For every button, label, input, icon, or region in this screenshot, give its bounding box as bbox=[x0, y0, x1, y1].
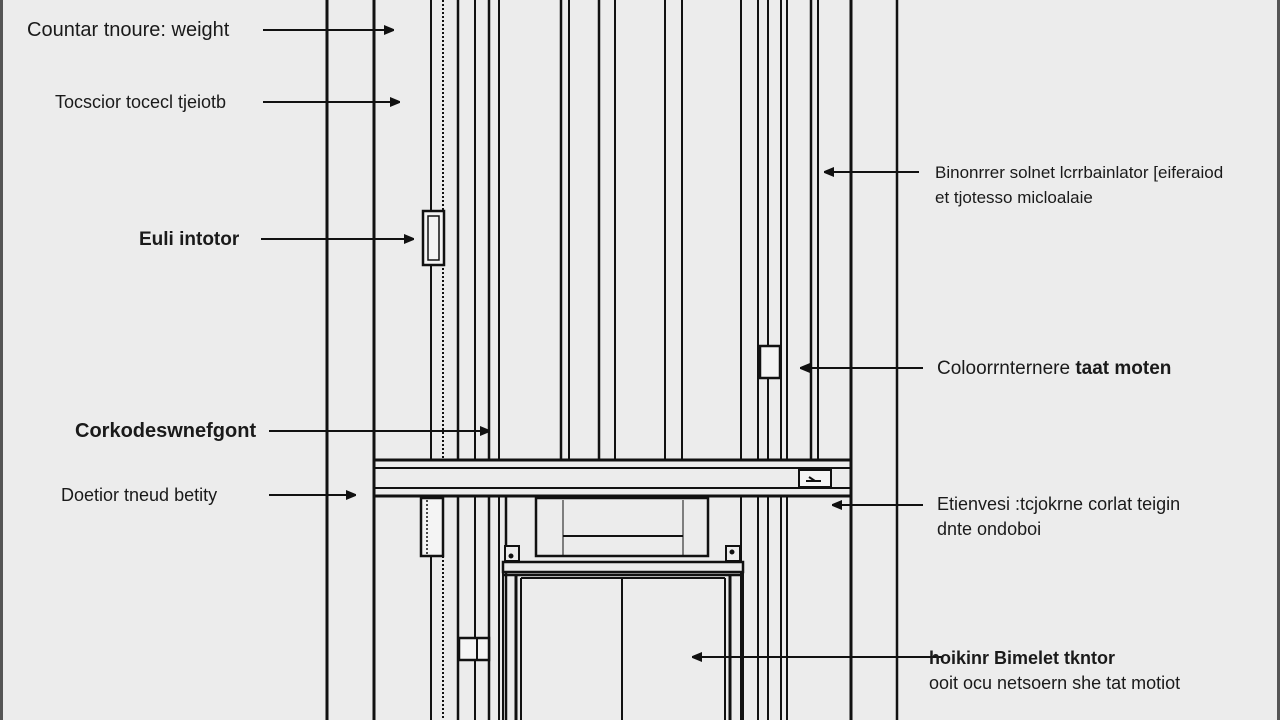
label-counter-motor-bold: taat moten bbox=[1075, 358, 1172, 379]
label-euli-intotor: Euli intotor bbox=[139, 229, 240, 250]
label-extension-line2: dnte ondoboi bbox=[937, 519, 1042, 539]
label-motor-sensor: Binonrrer solnet lcrrbainlator [eiferaio… bbox=[935, 160, 1223, 210]
label-door-tread: Doetior tneud betity bbox=[61, 485, 218, 505]
label-hoist-line2: ooit ocu netsoern she tat motiot bbox=[929, 673, 1181, 693]
label-hoist-cable: hoikinr Bimelet tkntor ooit ocu netsoern… bbox=[929, 646, 1180, 696]
label-extension-line1: Etienvesi :tcjokrne corlat teigin bbox=[937, 494, 1181, 514]
label-motor-sensor-line2: et tjotesso micloalaie bbox=[935, 188, 1093, 207]
label-motor-sensor-line1: Binonrrer solnet lcrrbainlator [eiferaio… bbox=[935, 163, 1224, 182]
label-counterweight: Corkodeswnefgont bbox=[75, 420, 257, 442]
label-counter-motor-plain: Coloorrnternere bbox=[937, 358, 1076, 379]
elevator-shaft-drawing bbox=[261, 0, 943, 720]
label-extension-counterweight: Etienvesi :tcjokrne corlat teigin dnte o… bbox=[937, 492, 1180, 542]
label-tensor-weight: Tocscior tocecl tjeiotb bbox=[55, 92, 227, 112]
label-counter-weight: Countar tnoure: weight bbox=[27, 19, 230, 41]
label-hoist-line1: hoikinr Bimelet tkntor bbox=[929, 648, 1116, 668]
label-counter-motor: Coloorrnternere taat moten bbox=[937, 357, 1171, 381]
